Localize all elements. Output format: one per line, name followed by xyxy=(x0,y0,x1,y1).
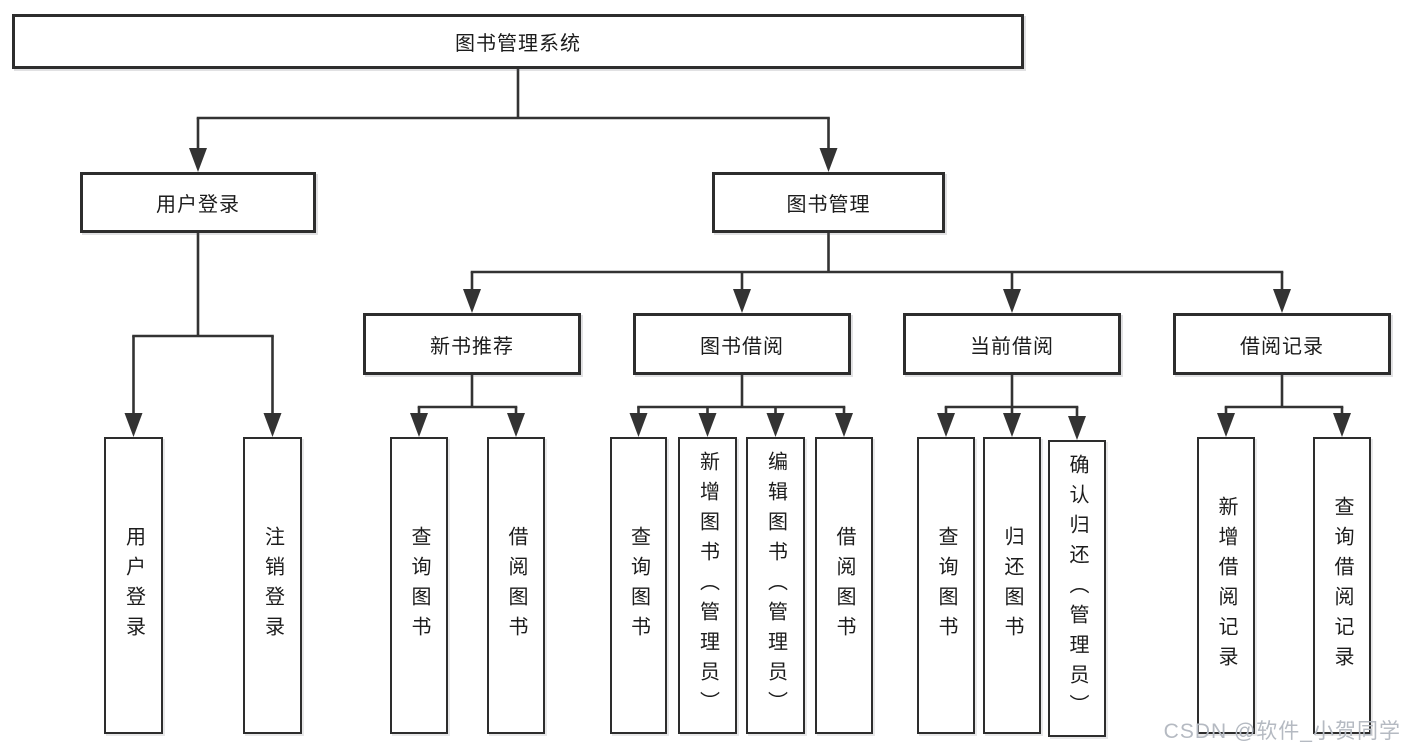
node-book-borrow: 图书借阅 xyxy=(633,313,851,375)
node-label: 图书管理系统 xyxy=(455,33,581,55)
node-label: 借阅记录 xyxy=(1240,335,1324,358)
node-label: 查询借阅记录 xyxy=(1331,495,1353,676)
node-label: 新增借阅记录 xyxy=(1215,495,1237,676)
node-leaf-user-login: 用户登录 xyxy=(104,437,163,734)
node-leaf-confirm-return: 确认归还（管理员） xyxy=(1048,440,1106,737)
node-label: 新增图书（管理员） xyxy=(696,450,719,721)
arrowhead-icon xyxy=(1333,413,1351,437)
arrowhead-icon xyxy=(263,413,282,437)
arrowhead-icon xyxy=(507,413,525,437)
arrowhead-icon xyxy=(463,289,481,313)
node-leaf-add-record: 新增借阅记录 xyxy=(1197,437,1255,734)
node-leaf-logout: 注销登录 xyxy=(243,437,302,734)
arrowhead-icon xyxy=(1003,289,1021,313)
node-new-book-rec: 新书推荐 xyxy=(363,313,581,375)
arrowhead-icon xyxy=(1003,413,1021,437)
node-label: 注销登录 xyxy=(261,525,284,646)
node-leaf-query-record: 查询借阅记录 xyxy=(1313,437,1371,734)
arrowhead-icon xyxy=(1217,413,1235,437)
node-label: 借阅图书 xyxy=(833,525,855,646)
arrowhead-icon xyxy=(698,413,717,437)
node-leaf-query-book-current: 查询图书 xyxy=(917,437,975,734)
arrowhead-icon xyxy=(819,148,838,172)
arrowhead-icon xyxy=(1273,289,1291,313)
arrowhead-icon xyxy=(835,413,853,437)
node-leaf-edit-book: 编辑图书（管理员） xyxy=(746,437,805,734)
node-label: 确认归还（管理员） xyxy=(1066,453,1088,724)
arrowhead-icon xyxy=(766,413,785,437)
node-root: 图书管理系统 xyxy=(12,14,1024,69)
watermark: CSDN @软件_小贺同学 xyxy=(1163,720,1401,743)
node-label: 当前借阅 xyxy=(970,335,1054,358)
node-label: 借阅图书 xyxy=(505,525,527,646)
node-user-login: 用户登录 xyxy=(80,172,316,233)
arrowhead-icon xyxy=(629,413,648,437)
node-leaf-query-book-new: 查询图书 xyxy=(390,437,448,734)
node-label: 图书借阅 xyxy=(700,335,784,358)
node-leaf-query-book-borrow: 查询图书 xyxy=(610,437,667,734)
node-leaf-borrow-book-new: 借阅图书 xyxy=(487,437,545,734)
arrowhead-icon xyxy=(189,148,207,172)
node-leaf-return-book: 归还图书 xyxy=(983,437,1041,734)
node-label: 新书推荐 xyxy=(430,335,514,358)
node-leaf-borrow-book-borrow: 借阅图书 xyxy=(815,437,873,734)
node-label: 归还图书 xyxy=(1001,525,1023,646)
node-label: 用户登录 xyxy=(122,525,145,646)
node-borrow-record: 借阅记录 xyxy=(1173,313,1391,375)
node-label: 用户登录 xyxy=(156,194,240,216)
node-book-mgmt: 图书管理 xyxy=(712,172,945,233)
node-current-borrow: 当前借阅 xyxy=(903,313,1121,375)
node-label: 编辑图书（管理员） xyxy=(764,450,787,721)
arrowhead-icon xyxy=(410,413,428,437)
arrowhead-icon xyxy=(124,413,143,437)
node-label: 查询图书 xyxy=(408,525,430,646)
arrowhead-icon xyxy=(937,413,955,437)
node-label: 查询图书 xyxy=(935,525,957,646)
arrowhead-icon xyxy=(1068,416,1086,440)
node-label: 图书管理 xyxy=(786,194,871,216)
arrowhead-icon xyxy=(733,289,751,313)
node-leaf-add-book: 新增图书（管理员） xyxy=(678,437,737,734)
node-label: 查询图书 xyxy=(627,525,650,646)
